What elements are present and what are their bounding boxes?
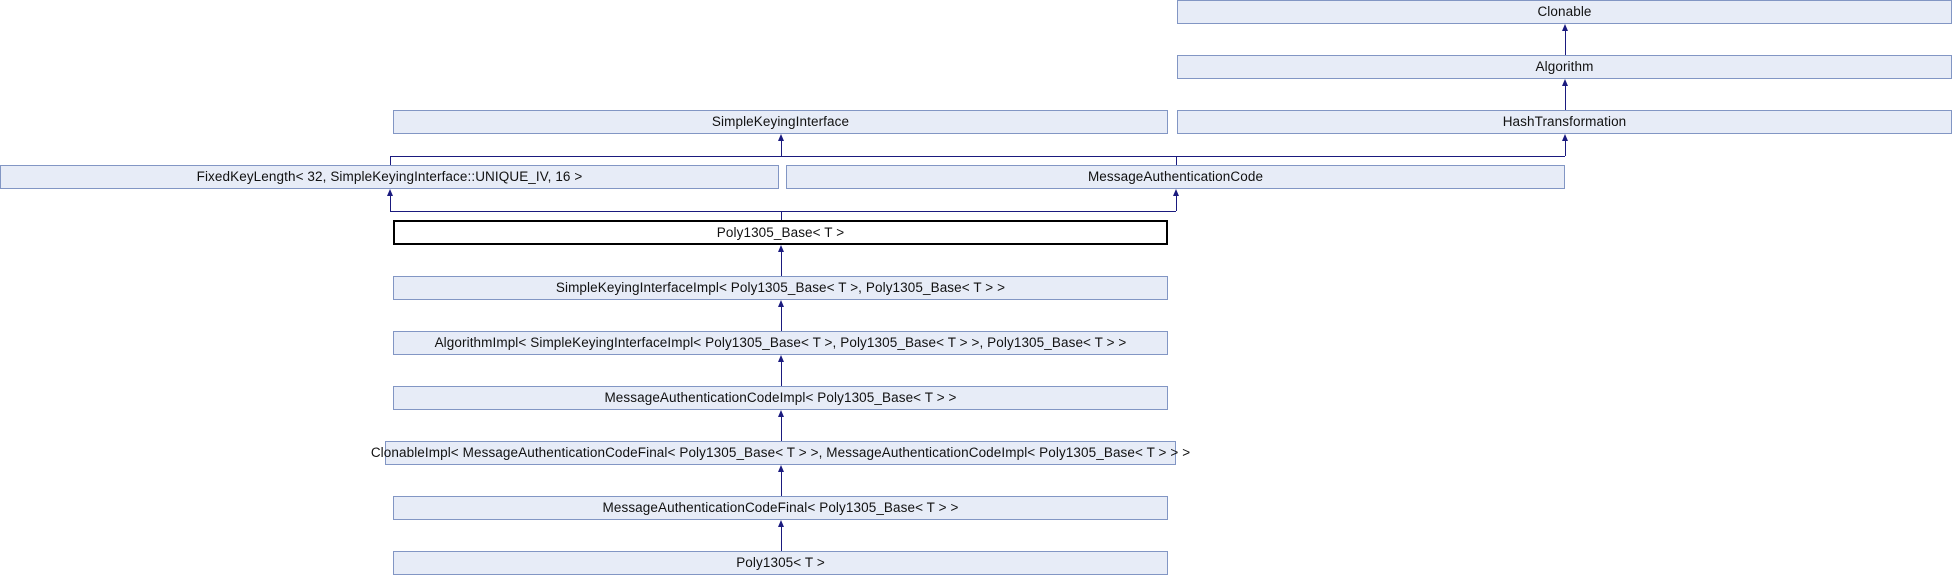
inheritance-arrow-algorithm-to-clonable bbox=[1561, 24, 1568, 31]
inheritance-arrow-algorithm-impl-to-simple-keying-interface-impl bbox=[777, 300, 784, 307]
class-node-poly1305[interactable]: Poly1305< T > bbox=[393, 551, 1168, 575]
edge-rail-stem-hashtransformation bbox=[1565, 141, 1566, 156]
class-node-clonable-impl[interactable]: ClonableImpl< MessageAuthenticationCodeF… bbox=[371, 441, 1190, 465]
class-node-message-authentication-code-impl[interactable]: MessageAuthenticationCodeImpl< Poly1305_… bbox=[393, 386, 1168, 410]
edge-rail-stem-simplekeyinginterface bbox=[781, 141, 782, 156]
edge-poly1305-to-message-authentication-code-final bbox=[781, 527, 782, 551]
class-node-simple-keying-interface[interactable]: SimpleKeyingInterface bbox=[393, 110, 1168, 134]
edge-algorithm-impl-to-simple-keying-interface-impl bbox=[781, 307, 782, 331]
class-node-label: ClonableImpl< MessageAuthenticationCodeF… bbox=[370, 445, 1191, 461]
class-node-message-authentication-code-final[interactable]: MessageAuthenticationCodeFinal< Poly1305… bbox=[393, 496, 1168, 520]
class-node-label: MessageAuthenticationCodeImpl< Poly1305_… bbox=[604, 390, 957, 406]
class-node-label: AlgorithmImpl< SimpleKeyingInterfaceImpl… bbox=[434, 335, 1127, 351]
class-node-label: Algorithm bbox=[1535, 59, 1594, 75]
edge-message-authentication-code-impl-to-algorithm-impl bbox=[781, 362, 782, 386]
inheritance-arrow-poly1305base-to-fixedkeylength bbox=[386, 189, 393, 196]
class-node-algorithm-impl[interactable]: AlgorithmImpl< SimpleKeyingInterfaceImpl… bbox=[393, 331, 1168, 355]
inheritance-arrow-hash-transformation-to-algorithm bbox=[1561, 79, 1568, 86]
inheritance-arrow-simple-keying-interface-impl-to-poly1305-base bbox=[777, 245, 784, 252]
class-node-label: Poly1305< T > bbox=[736, 555, 825, 571]
edge-poly1305base-riser bbox=[781, 211, 782, 220]
class-node-label: Clonable bbox=[1537, 4, 1592, 20]
class-node-label: Poly1305_Base< T > bbox=[716, 224, 845, 240]
class-node-label: HashTransformation bbox=[1502, 114, 1627, 130]
edge-fixedkeylength-riser bbox=[390, 156, 391, 165]
edge-rail-poly1305base-parents bbox=[390, 211, 1176, 212]
class-node-fixed-key-length[interactable]: FixedKeyLength< 32, SimpleKeyingInterfac… bbox=[0, 165, 779, 189]
edge-algorithm-to-clonable bbox=[1565, 31, 1566, 55]
class-node-simple-keying-interface-impl[interactable]: SimpleKeyingInterfaceImpl< Poly1305_Base… bbox=[393, 276, 1168, 300]
inheritance-arrow-children-to-simplekeyinginterface bbox=[777, 134, 784, 141]
inheritance-arrow-message-authentication-code-final-to-clonable-impl bbox=[777, 465, 784, 472]
class-node-clonable[interactable]: Clonable bbox=[1177, 0, 1952, 24]
edge-hash-transformation-to-algorithm bbox=[1565, 86, 1566, 110]
inheritance-arrow-message-authentication-code-impl-to-algorithm-impl bbox=[777, 355, 784, 362]
edge-stem-mac bbox=[1176, 196, 1177, 211]
inheritance-arrow-poly1305-to-message-authentication-code-final bbox=[777, 520, 784, 527]
edge-message-authentication-code-final-to-clonable-impl bbox=[781, 472, 782, 496]
class-node-poly1305-base[interactable]: Poly1305_Base< T > bbox=[393, 220, 1168, 245]
edge-clonable-impl-to-message-authentication-code-impl bbox=[781, 417, 782, 441]
edge-simple-keying-interface-impl-to-poly1305-base bbox=[781, 252, 782, 276]
class-node-label: MessageAuthenticationCode bbox=[1087, 169, 1264, 185]
class-node-label: SimpleKeyingInterface bbox=[711, 114, 850, 130]
class-node-message-authentication-code[interactable]: MessageAuthenticationCode bbox=[786, 165, 1565, 189]
class-node-label: FixedKeyLength< 32, SimpleKeyingInterfac… bbox=[196, 169, 583, 185]
inheritance-arrow-mac-to-hashtransformation bbox=[1561, 134, 1568, 141]
class-node-hash-transformation[interactable]: HashTransformation bbox=[1177, 110, 1952, 134]
edge-mac-riser-from-ski bbox=[1176, 156, 1177, 165]
edge-stem-fixedkeylength bbox=[390, 196, 391, 211]
class-node-label: SimpleKeyingInterfaceImpl< Poly1305_Base… bbox=[555, 280, 1006, 296]
class-node-algorithm[interactable]: Algorithm bbox=[1177, 55, 1952, 79]
class-node-label: MessageAuthenticationCodeFinal< Poly1305… bbox=[602, 500, 959, 516]
edge-rail-hashtransformation bbox=[1176, 156, 1565, 157]
inheritance-arrow-poly1305base-to-mac bbox=[1172, 189, 1179, 196]
edge-rail-simplekeyinginterface bbox=[390, 156, 1176, 157]
inheritance-arrow-clonable-impl-to-message-authentication-code-impl bbox=[777, 410, 784, 417]
